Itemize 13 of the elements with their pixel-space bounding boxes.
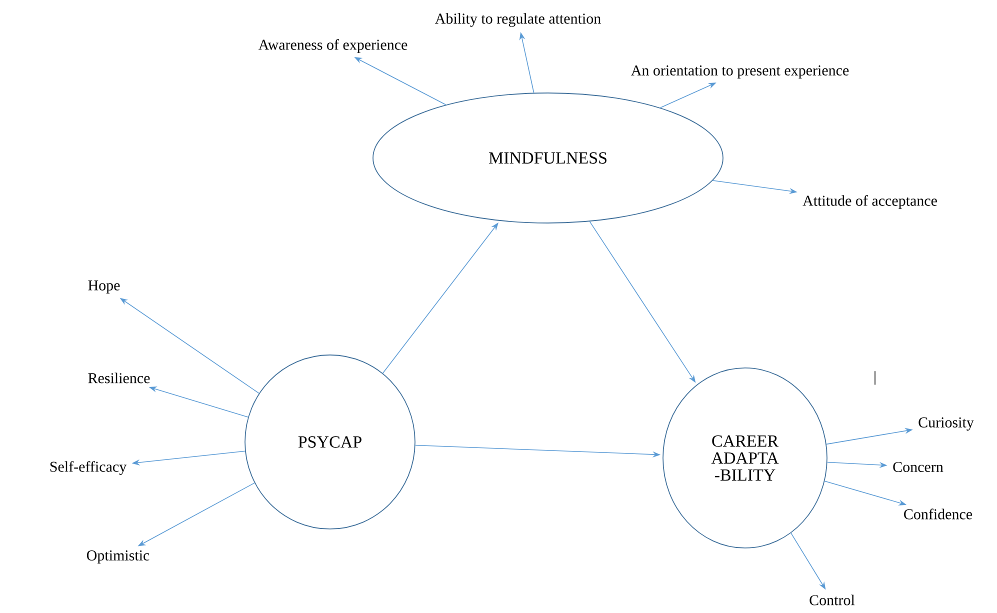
text-mark: |	[874, 371, 876, 385]
node-label: Hope	[88, 280, 120, 294]
node-label: Confidence	[904, 508, 972, 520]
node-label: Self-efficacy	[50, 461, 127, 475]
node-label: Resilience	[88, 372, 150, 384]
node-label: Attitude of acceptance	[802, 195, 937, 209]
node-label: An orientation to present experience	[631, 65, 849, 79]
node-label: Optimistic	[86, 550, 150, 564]
node-label: Control	[810, 594, 855, 606]
node-label: Awareness of experience	[258, 39, 408, 53]
node-label: Curiosity	[918, 417, 974, 431]
node-label: Concern	[893, 462, 944, 472]
node-label: Ability to regulate attention	[435, 13, 601, 27]
